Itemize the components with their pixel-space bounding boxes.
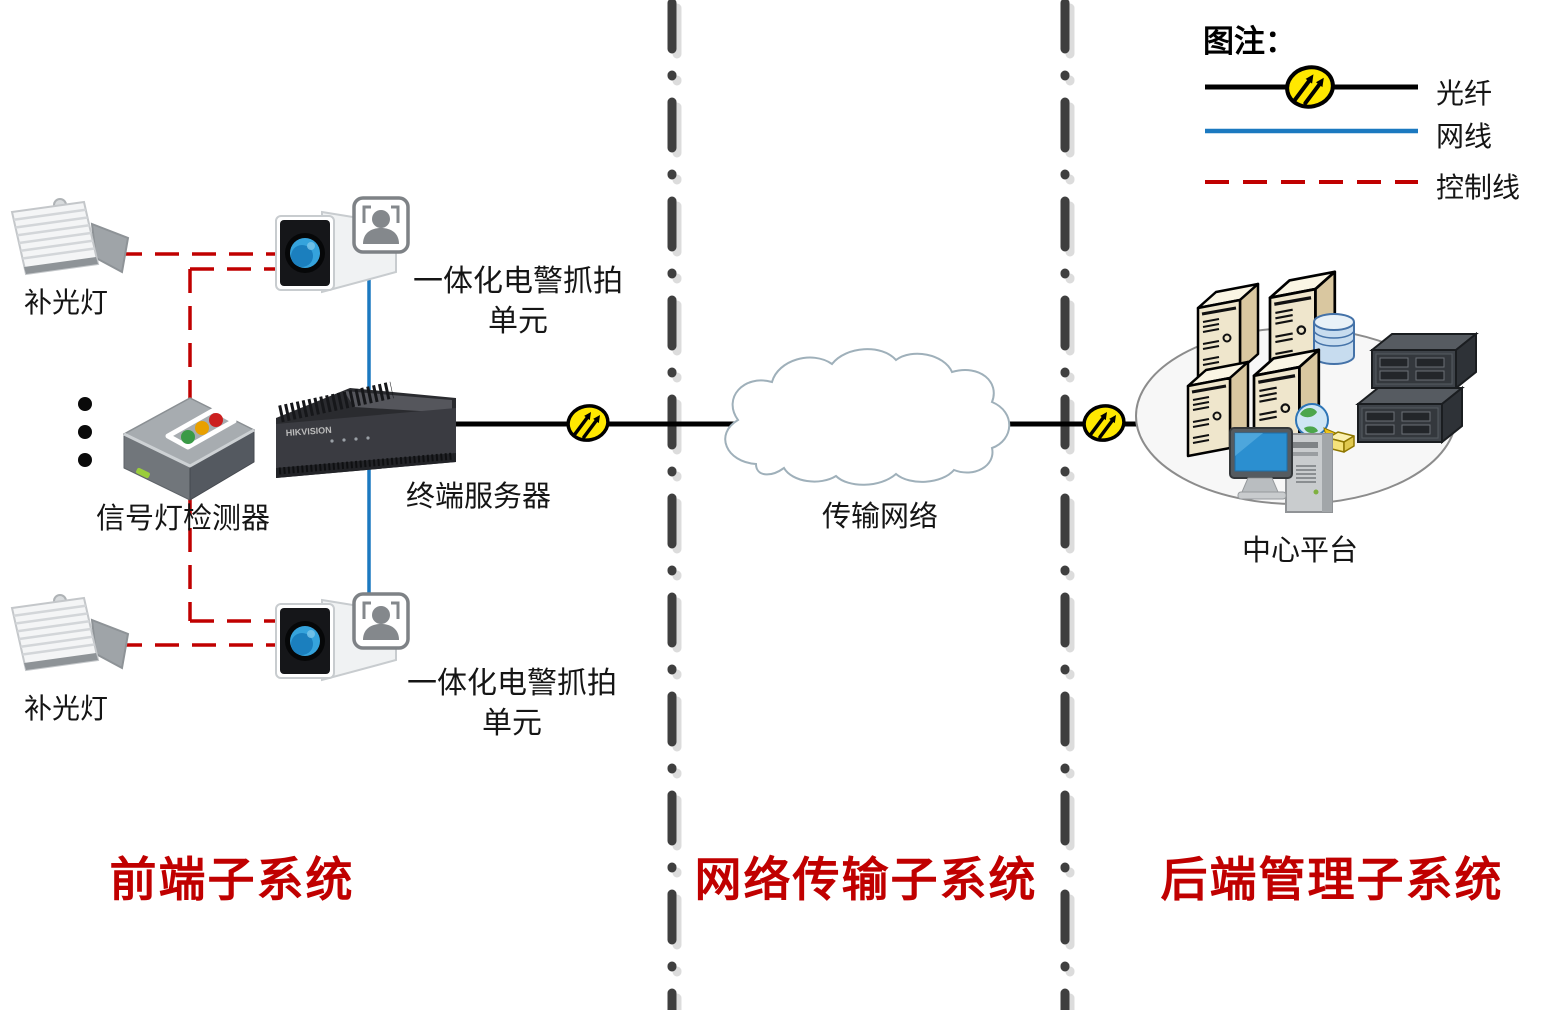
fiber-node-right-icon: [1079, 400, 1129, 446]
ellipsis-icon: [78, 397, 92, 467]
fill-light-bottom-label: 补光灯: [24, 693, 109, 724]
camera-bottom-label-line2: 单元: [482, 707, 542, 740]
capture-badge-top-icon: [352, 196, 410, 254]
platform-label: 中心平台: [1241, 535, 1359, 567]
terminal-server-label: 终端服务器: [406, 481, 552, 513]
desktop-pc-icon: [1229, 427, 1333, 513]
cloud-label: 传输网络: [821, 501, 939, 533]
backend-section-title: 后端管理子系统: [1160, 853, 1504, 906]
camera-top-label-line2: 单元: [488, 305, 548, 338]
frontend-section-title: 前端子系统: [109, 853, 355, 906]
terminal-server-brand: HIKVISION: [285, 425, 332, 438]
terminal-server-icon: HIKVISION: [276, 381, 456, 478]
separator-shadow: [672, 3, 1075, 1010]
camera-top-label-line1: 一体化电警抓拍: [413, 265, 623, 298]
signal-detector-icon: [123, 397, 255, 501]
fiber-node-left-icon: [563, 400, 613, 446]
rack-server-icon-1: [1371, 333, 1477, 389]
fill-light-top-label: 补光灯: [24, 287, 109, 318]
fill-light-bottom-icon: [10, 593, 130, 672]
network-section-title: 网络传输子系统: [694, 853, 1038, 906]
legend-fiber-node-icon: [1283, 63, 1336, 111]
legend-label-ethernet: 网线: [1436, 121, 1493, 152]
camera-top-label: 一体化电警抓拍 单元: [413, 262, 623, 342]
legend-label-fiber: 光纤: [1436, 78, 1493, 109]
capture-badge-bottom-icon: [352, 592, 410, 650]
control-lines: [118, 252, 288, 647]
cloud-icon: [724, 348, 1011, 486]
database-icon: [1313, 313, 1355, 365]
camera-bottom-label: 一体化电警抓拍 单元: [407, 664, 617, 744]
legend-label-control: 控制线: [1436, 172, 1521, 203]
signal-detector-label: 信号灯检测器: [96, 503, 271, 535]
fill-light-top-icon: [10, 197, 130, 276]
rack-server-icon-2: [1357, 387, 1463, 443]
camera-bottom-label-line1: 一体化电警抓拍: [407, 667, 617, 700]
legend-title: 图注：: [1203, 24, 1296, 59]
